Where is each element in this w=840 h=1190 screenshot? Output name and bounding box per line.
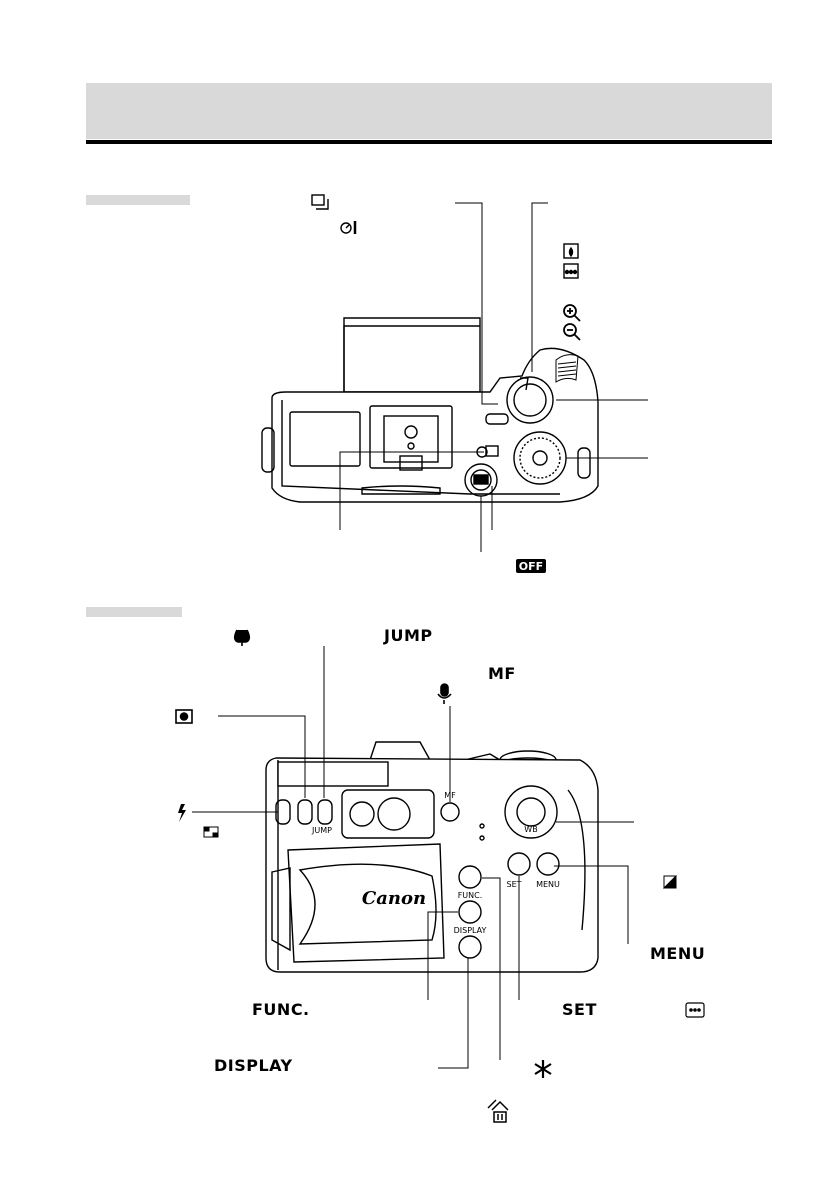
zoom-out-icon — [563, 323, 581, 341]
off-badge-icon: OFF — [516, 559, 546, 573]
sound-memo-icon — [437, 683, 452, 704]
ae-lock-icon — [203, 826, 219, 838]
menu-label: MENU — [650, 944, 706, 963]
zoom-in-icon — [563, 304, 581, 322]
ellipsis-icon — [685, 1002, 705, 1018]
display-label: DISPLAY — [214, 1056, 293, 1075]
jump-label: JUMP — [384, 626, 433, 645]
header-band — [86, 83, 772, 139]
body-set-marking: SET — [506, 880, 521, 889]
index-icon — [563, 263, 579, 279]
canon-logo: Canon — [362, 888, 426, 909]
header-rule — [86, 140, 772, 144]
flash-icon — [178, 804, 186, 822]
func-label: FUNC. — [252, 1000, 310, 1019]
shortcut-icon — [534, 1060, 552, 1078]
section-bar-top-view — [86, 195, 190, 205]
body-jump-marking: JUMP — [311, 826, 332, 835]
continuous-shooting-icon — [311, 194, 329, 210]
camera-back-view — [265, 741, 599, 973]
section-bar-back-view — [86, 607, 182, 617]
camera-top-view — [261, 317, 599, 503]
macro-icon — [233, 629, 251, 646]
body-mf-marking: MF — [444, 791, 456, 800]
self-timer-icon — [340, 221, 357, 234]
body-display-marking: DISPLAY — [454, 926, 487, 935]
set-label: SET — [562, 1000, 597, 1019]
single-image-icon — [563, 243, 579, 259]
body-menu-marking: MENU — [536, 880, 560, 889]
metering-icon — [175, 709, 193, 724]
body-func-marking: FUNC. — [458, 891, 483, 900]
body-wb-marking: WB — [524, 825, 537, 834]
exposure-compensation-icon — [662, 874, 677, 889]
off-badge-label: OFF — [519, 560, 543, 573]
print-share-icon — [487, 1099, 509, 1123]
mf-label: MF — [488, 664, 516, 683]
